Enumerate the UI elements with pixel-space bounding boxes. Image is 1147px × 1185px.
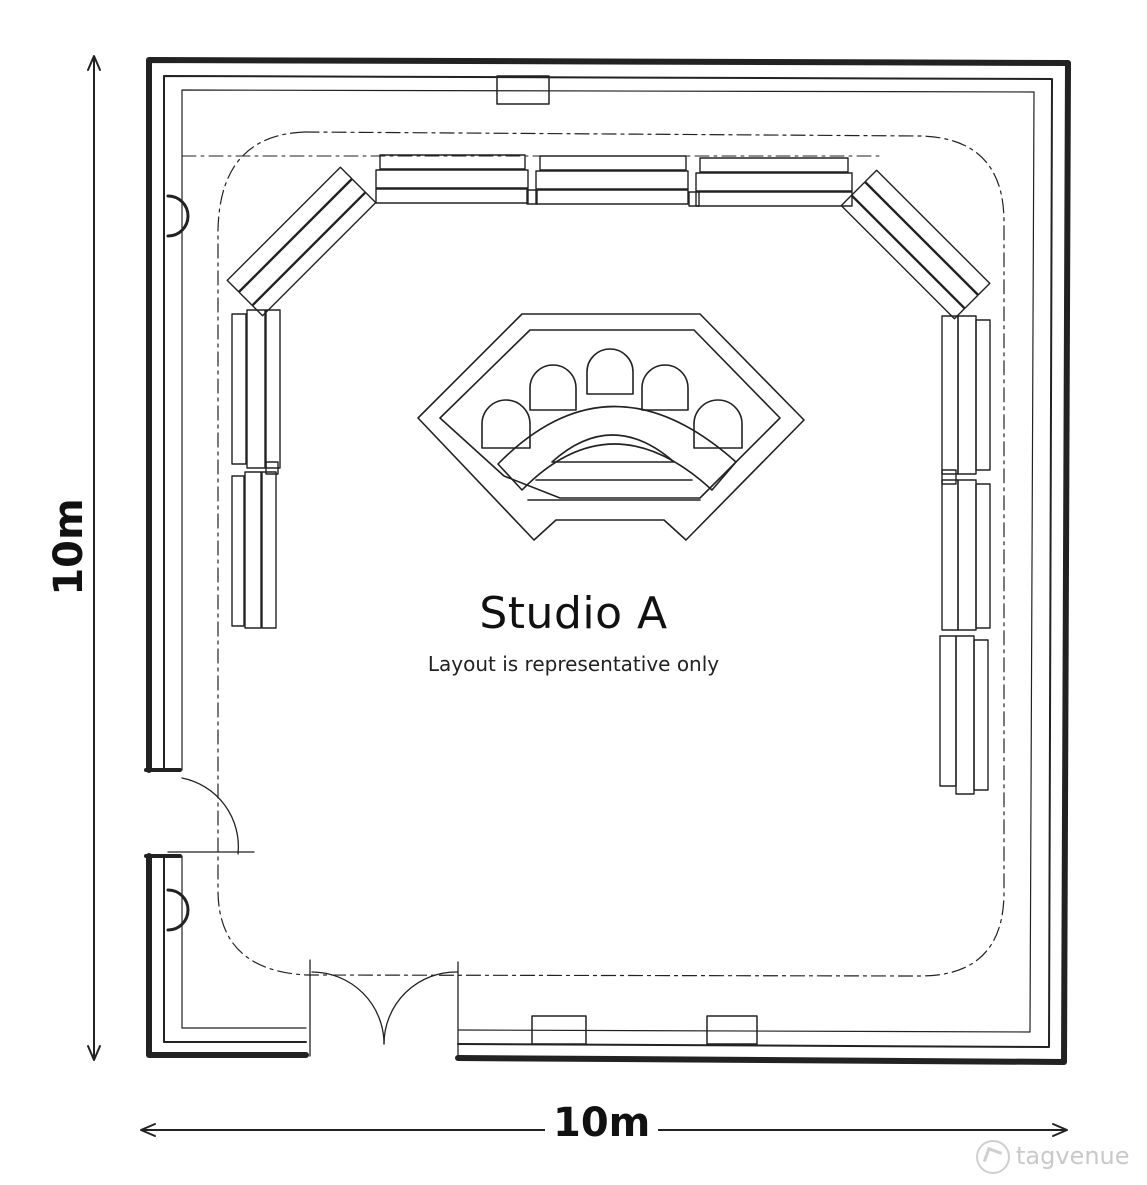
seating-rows-left: [231, 309, 281, 629]
layout-note: Layout is representative only: [427, 652, 720, 676]
watermark-text: tagvenue: [1016, 1142, 1130, 1170]
height-label: 10m: [46, 492, 92, 602]
wall-socket-left-bottom: [166, 888, 190, 932]
watermark: tagvenue: [976, 1140, 1130, 1174]
room-title: Studio A: [479, 588, 668, 639]
desk-chairs: [481, 348, 743, 449]
bottom-wall-panel-left: [531, 1015, 587, 1045]
height-dimension-line: [87, 55, 101, 1061]
width-label: 10m: [545, 1100, 659, 1146]
tagvenue-logo-icon: [976, 1140, 1010, 1174]
double-door: [309, 959, 459, 1057]
seating-rows-top-left-diagonal: [226, 166, 377, 317]
seating-rows-top: [375, 154, 853, 207]
presenter-desk: [417, 313, 805, 541]
room-walls: [144, 57, 1071, 1065]
lighting-track: [217, 131, 1005, 977]
seating-rows-top-right-diagonal: [840, 169, 991, 320]
side-door: [167, 777, 255, 855]
bottom-wall-panel-right: [706, 1015, 758, 1045]
top-wall-panel: [496, 75, 550, 105]
wall-socket-left-top: [166, 194, 190, 238]
seating-rows-right: [939, 315, 991, 795]
